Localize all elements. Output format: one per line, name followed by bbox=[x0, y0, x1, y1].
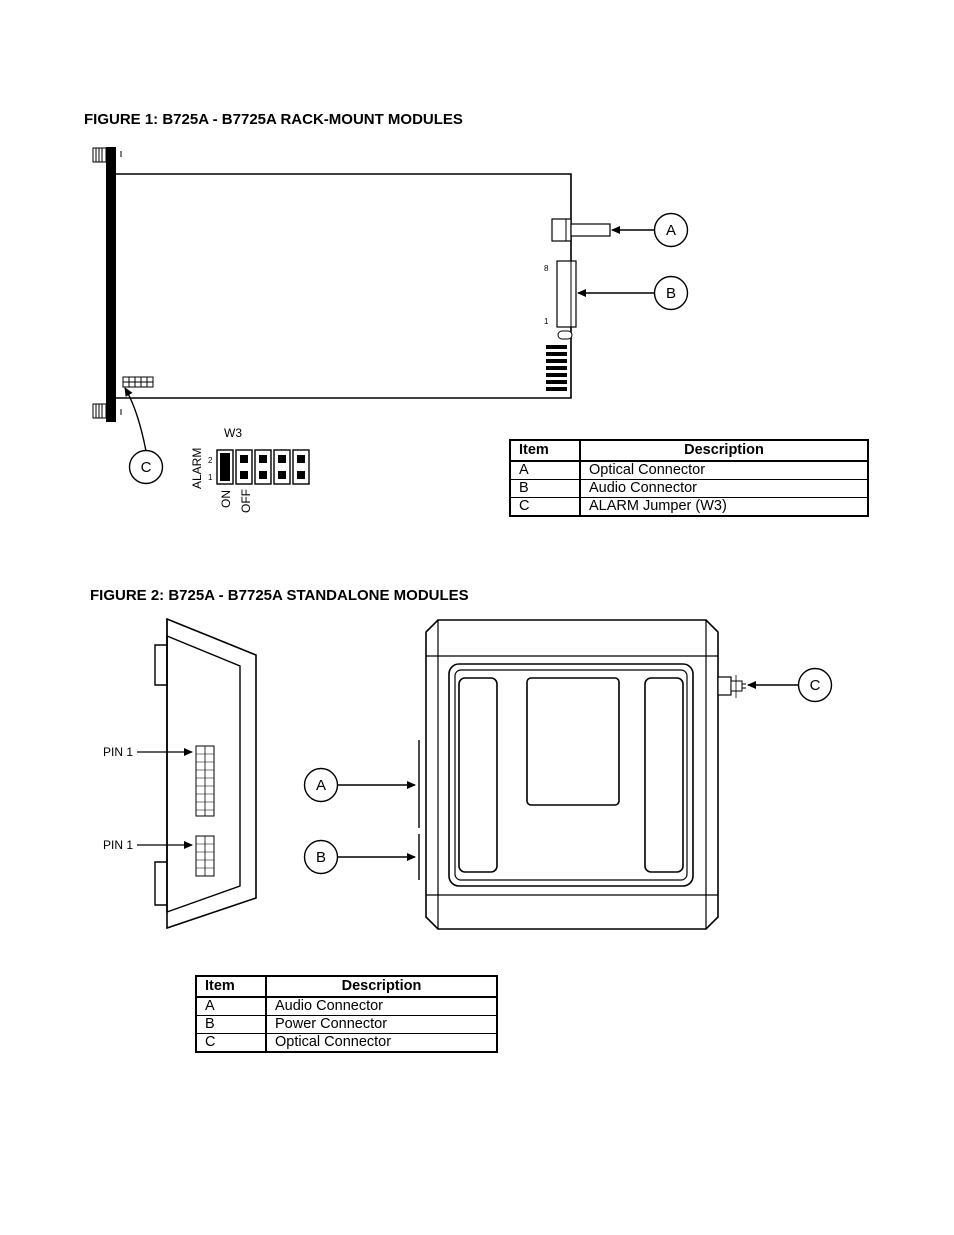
figure1-callout-b-label: B bbox=[666, 285, 676, 302]
column-header-description: Description bbox=[266, 976, 497, 997]
table-row: B Power Connector bbox=[196, 1016, 497, 1034]
jumper-row2-label: 2 bbox=[208, 456, 213, 465]
item-cell: C bbox=[510, 498, 580, 517]
standalone-top-view bbox=[419, 620, 746, 929]
optical-connector bbox=[552, 219, 610, 241]
description-cell: Power Connector bbox=[266, 1016, 497, 1034]
description-cell: Audio Connector bbox=[266, 997, 497, 1016]
jumper-header-w3 bbox=[123, 377, 153, 387]
table-header-row: Item Description bbox=[196, 976, 497, 997]
table-header-row: Item Description bbox=[510, 440, 868, 461]
table-row: C Optical Connector bbox=[196, 1034, 497, 1053]
table-row: B Audio Connector bbox=[510, 480, 868, 498]
item-cell: A bbox=[510, 461, 580, 480]
figure1-item-table: Item Description A Optical Connector B A… bbox=[509, 439, 869, 517]
description-cell: Optical Connector bbox=[266, 1034, 497, 1053]
rack-module-board: 8 1 bbox=[93, 147, 610, 422]
figure1-callout-a: A bbox=[612, 214, 688, 247]
figure1-callout-a-label: A bbox=[666, 222, 676, 239]
description-cell: ALARM Jumper (W3) bbox=[580, 498, 868, 517]
column-header-description: Description bbox=[580, 440, 868, 461]
column-header-item: Item bbox=[510, 440, 580, 461]
jumper-w3-detail: W3 ALARM 2 1 ON OFF bbox=[190, 426, 309, 513]
figure2-callout-a: A bbox=[305, 769, 416, 802]
jumper-shunt bbox=[220, 453, 230, 481]
standalone-side-view: PIN 1 PIN 1 bbox=[103, 619, 256, 928]
table-row: A Audio Connector bbox=[196, 997, 497, 1016]
pin1-label-upper: PIN 1 bbox=[103, 745, 133, 759]
jumper-off-label: OFF bbox=[239, 489, 253, 513]
table-row: C ALARM Jumper (W3) bbox=[510, 498, 868, 517]
description-cell: Optical Connector bbox=[580, 461, 868, 480]
figure2-callout-c: C bbox=[748, 669, 832, 702]
table-row: A Optical Connector bbox=[510, 461, 868, 480]
figure2-callout-c-label: C bbox=[810, 677, 821, 694]
top-view-optical-connector bbox=[718, 675, 746, 698]
figure1-callout-c: C bbox=[125, 388, 163, 484]
side-upper-connector bbox=[196, 746, 214, 816]
side-lower-connector bbox=[196, 836, 214, 876]
item-cell: B bbox=[196, 1016, 266, 1034]
jumper-name-label: W3 bbox=[224, 426, 242, 440]
item-cell: C bbox=[196, 1034, 266, 1053]
figure2-callout-a-label: A bbox=[316, 777, 326, 794]
connector-pin8-label: 8 bbox=[544, 264, 549, 273]
connector-pin1-label: 1 bbox=[544, 317, 549, 326]
edge-connector-fingers bbox=[546, 345, 567, 391]
figure1-callout-b: B bbox=[578, 277, 688, 310]
pin1-label-lower: PIN 1 bbox=[103, 838, 133, 852]
figure2-item-table: Item Description A Audio Connector B Pow… bbox=[195, 975, 498, 1053]
figure2-title: FIGURE 2: B725A - B7725A STANDALONE MODU… bbox=[90, 587, 469, 604]
jumper-on-label: ON bbox=[219, 490, 233, 508]
item-cell: B bbox=[510, 480, 580, 498]
figure1-callout-c-label: C bbox=[141, 459, 152, 476]
item-cell: A bbox=[196, 997, 266, 1016]
figure2-callout-b-label: B bbox=[316, 849, 326, 866]
column-header-item: Item bbox=[196, 976, 266, 997]
jumper-side-label: ALARM bbox=[190, 448, 204, 489]
description-cell: Audio Connector bbox=[580, 480, 868, 498]
audio-connector: 8 1 bbox=[544, 261, 576, 339]
figure1-title: FIGURE 1: B725A - B7725A RACK-MOUNT MODU… bbox=[84, 111, 463, 128]
jumper-row1-label: 1 bbox=[208, 473, 213, 482]
figure2-callout-b: B bbox=[305, 841, 416, 874]
